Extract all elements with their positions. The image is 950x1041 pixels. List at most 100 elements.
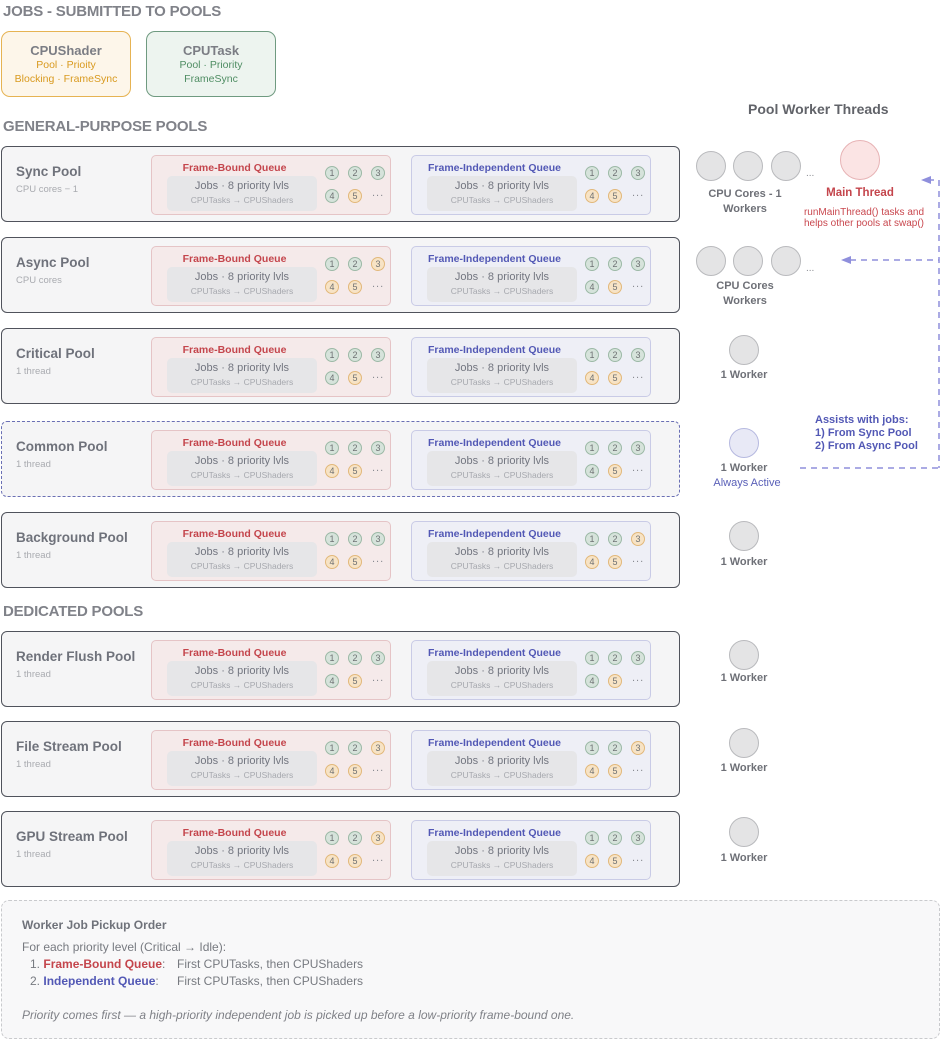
legend-item-value: First CPUTasks, then CPUShaders: [177, 957, 364, 971]
arrow-to-async-icon: [841, 256, 851, 264]
priority-level-badge: 1: [325, 441, 339, 455]
priority-level-badge: 4: [325, 674, 339, 688]
worker-circle: [729, 521, 759, 551]
assist-item: 2) From Async Pool: [815, 440, 918, 452]
worker-circle: [729, 728, 759, 758]
priority-level-badge: 2: [348, 166, 362, 180]
pool-thread-count: 1 thread: [16, 849, 51, 860]
priority-level-badge: 5: [348, 464, 362, 478]
jobs-order: CPUTasks → CPUShaders: [190, 770, 294, 780]
priority-level-badge: 1: [325, 257, 339, 271]
priority-level-badge: 3: [631, 257, 645, 271]
jobs-label: Jobs · 8 priority lvls: [454, 271, 550, 283]
priority-level-badge: 2: [348, 831, 362, 845]
gpu-stream-worker-label: 1 Worker: [720, 852, 768, 864]
priority-level-badge: 3: [631, 831, 645, 845]
priority-level-badge: 3: [371, 651, 385, 665]
pool-name: Critical Pool: [16, 346, 95, 361]
more-workers-ellipsis: ...: [806, 168, 815, 179]
more-levels-ellipsis: ...: [632, 672, 645, 684]
more-levels-ellipsis: ...: [372, 762, 385, 774]
legend-item-number: 1.: [30, 957, 41, 971]
priority-level-badge: 1: [585, 532, 599, 546]
more-levels-ellipsis: ...: [372, 553, 385, 565]
queue-title: Frame-Independent Queue: [427, 437, 562, 449]
priority-level-badge: 4: [585, 189, 599, 203]
job-line: Blocking · FrameSync: [14, 73, 118, 85]
general-pools-title: GENERAL-PURPOSE POOLS: [3, 118, 208, 135]
jobs-order: CPUTasks → CPUShaders: [190, 377, 294, 387]
background-worker-label: 1 Worker: [720, 556, 768, 568]
jobs-label: Jobs · 8 priority lvls: [194, 755, 290, 767]
job-title: CPUShader: [30, 43, 102, 58]
jobs-label: Jobs · 8 priority lvls: [194, 271, 290, 283]
main-thread-circle: [840, 140, 880, 180]
legend-item-key: Frame-Bound Queue: [43, 957, 163, 971]
priority-level-badge: 5: [348, 189, 362, 203]
jobs-order: CPUTasks → CPUShaders: [450, 680, 554, 690]
jobs-order: CPUTasks → CPUShaders: [450, 561, 554, 571]
jobs-label: Jobs · 8 priority lvls: [194, 665, 290, 677]
priority-level-badge: 2: [348, 257, 362, 271]
main-desc-line: runMainThread() tasks and: [803, 207, 925, 218]
priority-level-badge: 2: [348, 651, 362, 665]
priority-level-badge: 2: [348, 532, 362, 546]
priority-level-badge: 5: [608, 189, 622, 203]
pool-thread-count: 1 thread: [16, 669, 51, 680]
priority-level-badge: 4: [585, 674, 599, 688]
more-levels-ellipsis: ...: [372, 278, 385, 290]
priority-level-badge: 3: [371, 166, 385, 180]
always-active-label: Always Active: [713, 477, 781, 489]
jobs-label: Jobs · 8 priority lvls: [194, 455, 290, 467]
legend-title: Worker Job Pickup Order: [22, 918, 167, 932]
pool-thread-count: CPU cores: [16, 275, 62, 286]
queue-title: Frame-Bound Queue: [182, 737, 287, 749]
priority-level-badge: 5: [608, 555, 622, 569]
pool-name: Render Flush Pool: [16, 649, 136, 664]
more-levels-ellipsis: ...: [632, 852, 645, 864]
worker-circle: [729, 817, 759, 847]
arrow-to-main-icon: [921, 176, 931, 184]
pool-thread-count: CPU cores − 1: [16, 184, 79, 195]
legend-intro: For each priority level (Critical → Idle…: [22, 940, 227, 954]
priority-level-badge: 1: [325, 348, 339, 362]
priority-level-badge: 4: [325, 464, 339, 478]
worker-circle: [696, 246, 726, 276]
pool-name: Common Pool: [16, 439, 108, 454]
more-levels-ellipsis: ...: [372, 187, 385, 199]
priority-level-badge: 1: [585, 441, 599, 455]
jobs-label: Jobs · 8 priority lvls: [194, 362, 290, 374]
priority-level-badge: 4: [325, 555, 339, 569]
priority-level-badge: 4: [585, 464, 599, 478]
pool-name: Background Pool: [16, 530, 128, 545]
priority-level-badge: 2: [608, 166, 622, 180]
more-levels-ellipsis: ...: [372, 369, 385, 381]
priority-level-badge: 5: [608, 764, 622, 778]
job-title: CPUTask: [182, 43, 240, 58]
priority-level-badge: 2: [608, 651, 622, 665]
async-workers-label: CPU Cores Workers: [716, 280, 774, 307]
pool-name: File Stream Pool: [16, 739, 122, 754]
priority-level-badge: 1: [585, 166, 599, 180]
jobs-label: Jobs · 8 priority lvls: [454, 755, 550, 767]
priority-level-badge: 3: [371, 532, 385, 546]
priority-level-badge: 1: [585, 741, 599, 755]
worker-circle: [733, 151, 763, 181]
worker-circle: [771, 246, 801, 276]
